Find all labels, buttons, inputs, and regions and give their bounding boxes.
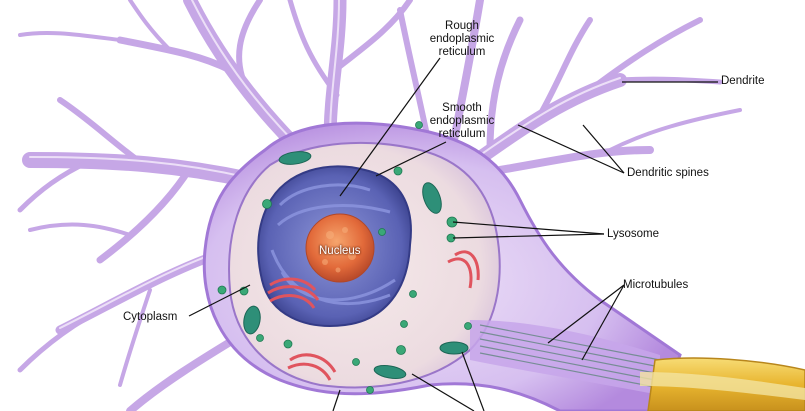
nucleolus-texture — [322, 227, 356, 273]
golgi-apparatus — [267, 250, 480, 381]
label-smooth-er: Smooth endoplasmic reticulum — [429, 102, 495, 140]
microtubule-lines — [479, 324, 661, 389]
leader-lines — [188, 57, 718, 411]
label-nucleus: Nucleus — [319, 245, 361, 257]
label-cytoplasm: Cytoplasm — [123, 311, 178, 323]
label-lysosome: Lysosome — [607, 228, 659, 240]
label-rough-er: Rough endoplasmic reticulum — [429, 20, 495, 58]
label-dendrite: Dendrite — [721, 75, 765, 87]
axon-core — [640, 372, 805, 400]
label-dendritic-spines: Dendritic spines — [627, 167, 709, 179]
rough-er-folds — [270, 183, 396, 306]
mitochondria — [243, 151, 469, 380]
lysosomes — [217, 121, 472, 394]
label-microtubules: Microtubules — [623, 279, 689, 291]
nucleolus — [305, 213, 375, 283]
